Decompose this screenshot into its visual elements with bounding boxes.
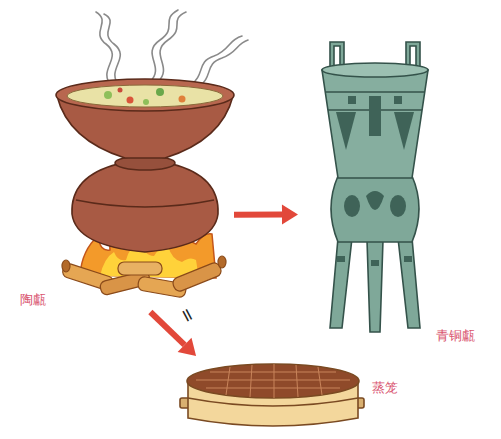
equals-mark: =: [176, 304, 199, 326]
picture-node: 青铜甗: [298, 30, 493, 348]
red-arrow: [234, 205, 298, 225]
steamer: [180, 364, 364, 426]
picture-node: 蒸笼: [180, 356, 420, 434]
picture-label: 青铜甗: [436, 328, 475, 344]
picture-label: 陶甗: [20, 292, 46, 308]
picture-node: 陶甗: [8, 8, 234, 312]
picture-label: 蒸笼: [372, 380, 398, 396]
steam: [96, 10, 248, 88]
pottery-yan: [56, 79, 234, 252]
bronze-yan: [322, 42, 428, 332]
